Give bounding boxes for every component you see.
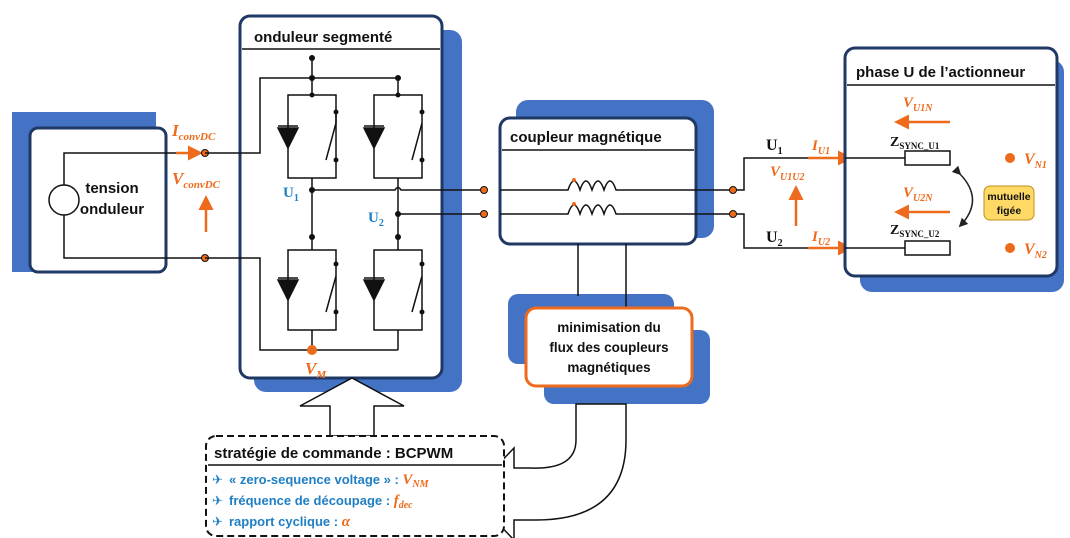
vu2n-label: VU2N (903, 185, 933, 204)
strategy-item3-label: rapport cyclique : (229, 514, 342, 529)
strategy-box (205, 435, 505, 537)
i-convdc-label: IconvDC (171, 121, 216, 143)
z1-label: ZSYNC_U1 (890, 135, 940, 151)
mutual-coupling-arrow (951, 165, 974, 228)
switch-icon (325, 122, 337, 161)
control-up-arrow (299, 377, 405, 437)
iu2-label: IU2 (811, 229, 830, 248)
phase-title: phase U de l’actionneur (856, 64, 1025, 81)
u2-node-label: U2 (368, 210, 384, 229)
svg-text:« zero-sequence voltage » : VN: « zero-sequence voltage » : VNM (229, 472, 430, 490)
coupler-title: coupleur magnétique (510, 129, 662, 146)
vu1n-label: VU1N (903, 95, 933, 114)
source-wires (63, 152, 205, 259)
switch-icon (325, 275, 337, 313)
mutual-label-line1: mutuelle (987, 191, 1030, 203)
n1-terminal (1005, 153, 1015, 163)
minimisation-line1: minimisation du (557, 320, 661, 335)
diode-icon (362, 125, 386, 150)
switch-icon (411, 275, 423, 313)
v-convdc-label: VconvDC (172, 169, 221, 191)
minimisation-box (524, 306, 694, 388)
airplane-icon: ✈ (212, 472, 223, 487)
coupled-inductor-icon (500, 180, 696, 217)
switch-cells (276, 112, 423, 313)
coupler-feedback-wires (577, 244, 627, 310)
z2-label: ZSYNC_U2 (890, 223, 940, 239)
voltage-source-icon (48, 184, 80, 216)
source-label-line1: tension (85, 180, 138, 197)
out-terminal-1 (729, 186, 737, 194)
u1-out-label: U1 (766, 137, 783, 157)
midpoint-m-dot (307, 345, 317, 355)
strategy-item-1: ✈ « zero-sequence voltage » : VNM (212, 472, 430, 490)
diode-icon (276, 277, 300, 302)
coupler-in-terminal-1 (480, 186, 488, 194)
out-terminal-2 (729, 210, 737, 218)
diode-icon (362, 277, 386, 302)
impedance-z1 (904, 150, 951, 166)
strategy-item1-label: « zero-sequence voltage » : (229, 472, 402, 487)
strategy-item2-label: fréquence de découpage : (229, 493, 394, 508)
vn1-label: VN1 (1024, 151, 1047, 171)
airplane-icon: ✈ (212, 514, 223, 529)
source-label-line2: onduleur (80, 201, 144, 218)
diode-icon (276, 125, 300, 150)
inverter-title: onduleur segmenté (254, 29, 392, 46)
strategy-item-2: ✈ fréquence de découpage : fdec (212, 493, 413, 511)
inverter-box (238, 14, 444, 380)
phase-wires (845, 157, 905, 249)
vm-label: VM (305, 359, 327, 381)
feedback-curved-arrow (468, 403, 627, 538)
vn2-label: VN2 (1024, 241, 1047, 261)
svg-text:rapport cyclique : α: rapport cyclique : α (229, 514, 351, 530)
n2-terminal (1005, 243, 1015, 253)
airplane-icon: ✈ (212, 493, 223, 508)
u1-node-label: U1 (283, 185, 299, 204)
impedance-z2 (904, 240, 951, 256)
strategy-item-3: ✈ rapport cyclique : α (212, 514, 351, 530)
minimisation-line2: flux des coupleurs (549, 340, 668, 355)
junction-dots (309, 55, 425, 315)
minimisation-line3: magnétiques (567, 360, 650, 375)
switch-icon (411, 122, 423, 161)
mutual-label-line2: figée (997, 205, 1022, 217)
u2-out-label: U2 (766, 229, 783, 249)
polarity-dot-2 (572, 202, 576, 206)
coupler-in-terminal-2 (480, 210, 488, 218)
iu1-label: IU1 (811, 138, 830, 157)
polarity-dot-1 (572, 178, 576, 182)
svg-text:fréquence de découpage : fdec: fréquence de découpage : fdec (229, 493, 413, 511)
mutual-badge (983, 185, 1035, 221)
vu1u2-label: VU1U2 (770, 164, 804, 183)
strategy-title: stratégie de commande : BCPWM (214, 445, 453, 462)
